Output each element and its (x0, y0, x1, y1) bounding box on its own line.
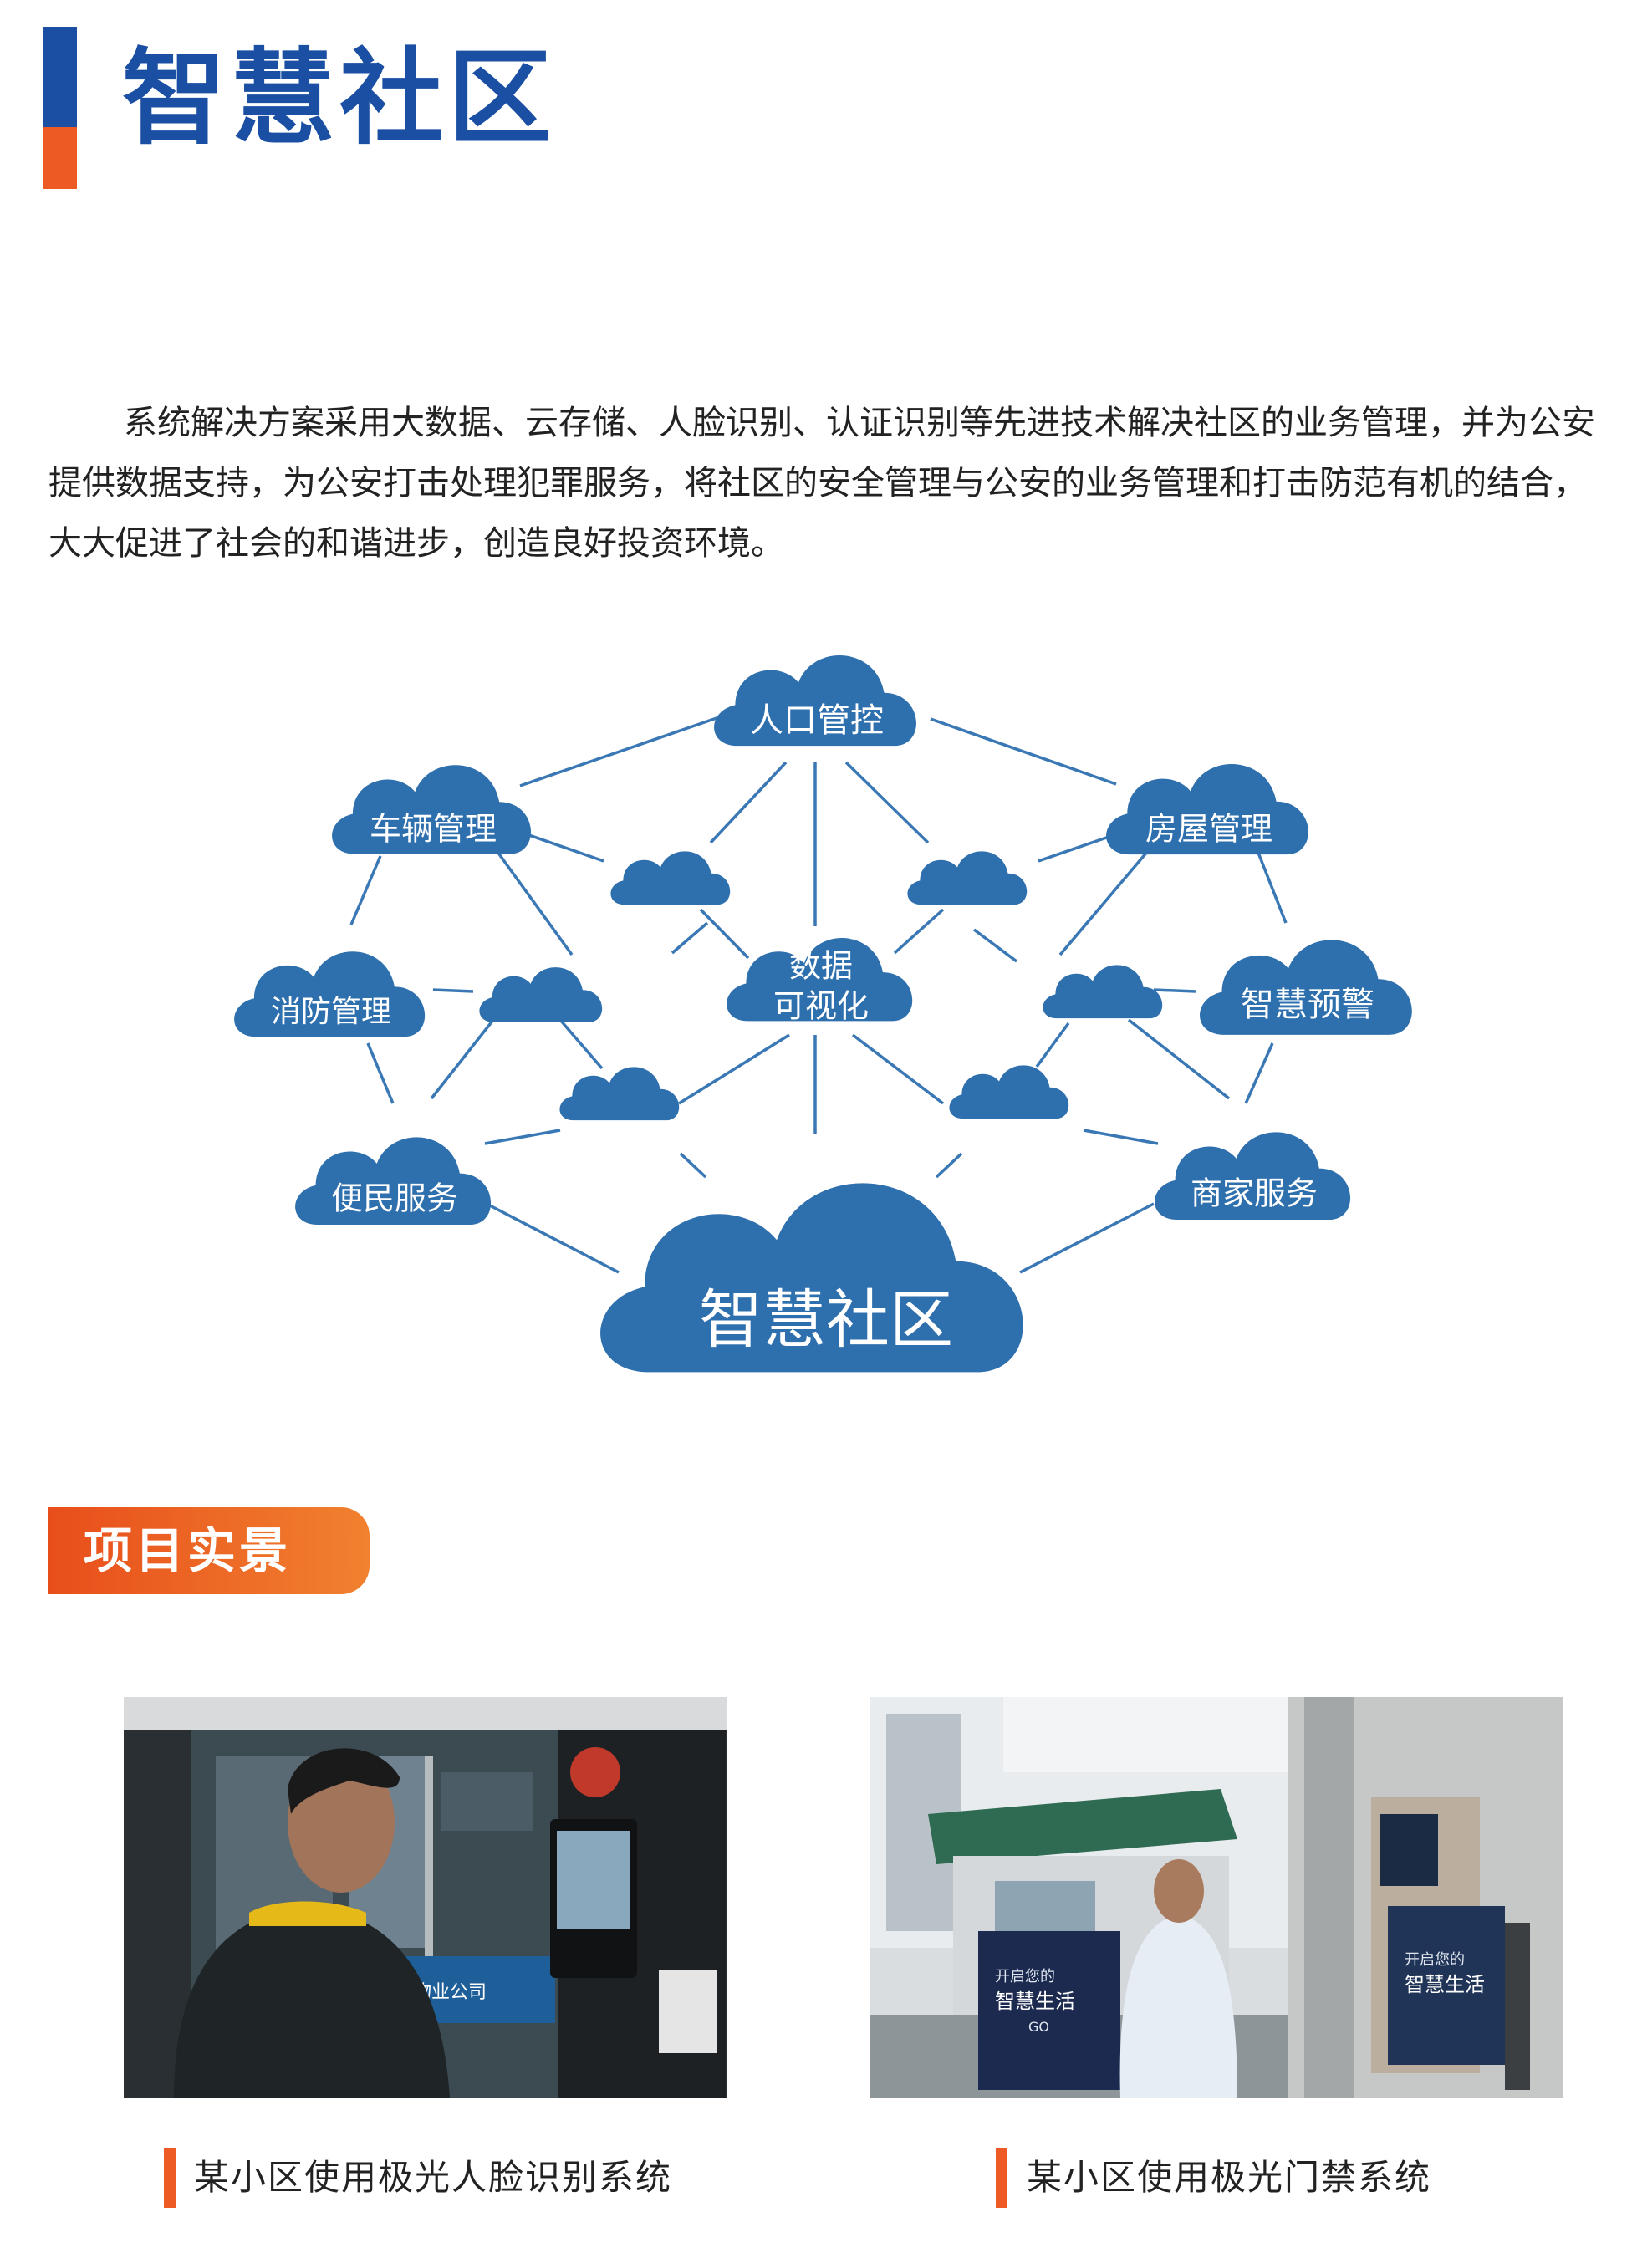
caption-marker-right (996, 2148, 1007, 2208)
node-label-service: 便民服务 (331, 1180, 458, 1217)
photo-access-control: 开启您的 智慧生活 GO 开启您的 智慧生活 (870, 1697, 1563, 2098)
sign2-line2: 智慧生活 (1405, 1973, 1485, 1996)
sign-line2: 智慧生活 (995, 1990, 1075, 2013)
title-accent-bar-orange (43, 127, 77, 189)
sign2-line1: 开启您的 (1405, 1951, 1465, 1969)
center-label: 智慧社区 (699, 1282, 953, 1357)
sign-line1: 开启您的 (995, 1968, 1055, 1985)
photo-face-recognition-scene: 物业公司 (124, 1697, 727, 2098)
node-label-population: 人口管控 (750, 701, 884, 740)
smart-community-diagram: 人口管控 车辆管理 房屋管理 消防管理 智慧预警 便民服务 商家服务 数据 可视… (234, 655, 1412, 1373)
intro-paragraph: 系统解决方案采用大数据、云存储、人脸识别、认证识别等先进技术解决社区的业务管理，… (48, 404, 1595, 563)
hub-label-line2: 可视化 (773, 988, 869, 1025)
node-label-vehicle: 车辆管理 (370, 811, 497, 848)
node-label-warning: 智慧预警 (1241, 986, 1374, 1024)
node-label-fire: 消防管理 (271, 995, 391, 1029)
connector-lines (349, 716, 1288, 1274)
node-label-housing: 房屋管理 (1145, 811, 1272, 848)
photo-face-recognition: 物业公司 (124, 1697, 727, 2098)
caption-marker-left (164, 2148, 176, 2208)
caption-left: 某小区使用极光人脸识别系统 (194, 2157, 673, 2198)
page-title: 智慧社区 (122, 38, 558, 159)
hub-label-line1: 数据 (789, 948, 853, 985)
title-accent-bar-blue (43, 27, 77, 127)
sign-go: GO (1028, 2019, 1049, 2035)
caption-right: 某小区使用极光门禁系统 (1027, 2157, 1432, 2198)
section-title: 项目实景 (84, 1522, 292, 1579)
section-tag-project: 项目实景 (48, 1507, 370, 1594)
photo-access-control-scene: 开启您的 智慧生活 GO 开启您的 智慧生活 (870, 1697, 1563, 2098)
node-label-merchant: 商家服务 (1191, 1175, 1318, 1212)
